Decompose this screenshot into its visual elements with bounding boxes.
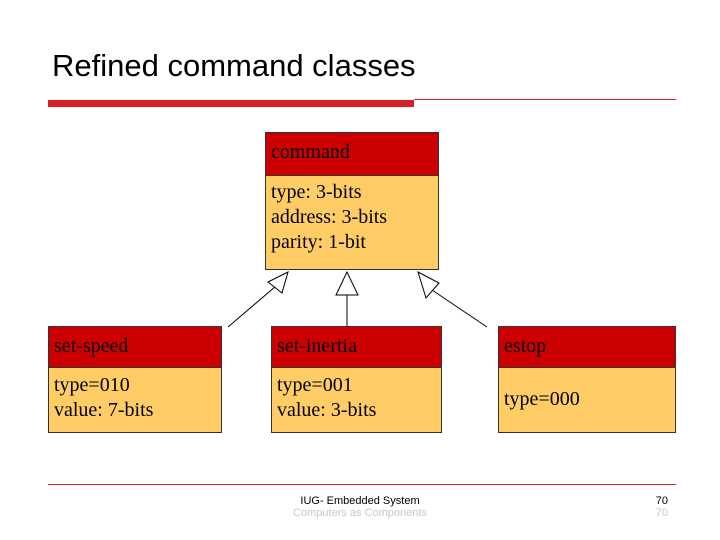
class-command: command type: 3-bits address: 3-bits par…	[265, 132, 439, 270]
class-attribute: type=010	[54, 374, 130, 396]
class-attributes: type=000	[499, 368, 675, 432]
title-underline-thin	[414, 99, 676, 100]
class-attribute: type=000	[504, 388, 580, 410]
footer-course: IUG- Embedded System	[300, 495, 420, 507]
class-attribute: type=001	[277, 374, 353, 396]
title-underline-thick	[48, 100, 414, 107]
class-attributes: type=001 value: 3-bits	[272, 368, 441, 432]
generalization-arrowhead-icon	[335, 270, 359, 296]
generalization-arrowhead-icon	[417, 271, 440, 300]
class-name: command	[266, 133, 438, 176]
inheritance-line-set-speed	[227, 285, 277, 328]
footer-divider	[48, 484, 676, 485]
class-attribute: address: 3-bits	[271, 206, 388, 228]
footer-page-number: 70 70	[626, 495, 668, 519]
generalization-arrowhead-icon	[267, 271, 289, 294]
page-number-ghost: 70	[655, 507, 668, 519]
class-attributes: type: 3-bits address: 3-bits parity: 1-b…	[266, 176, 438, 269]
class-attribute: type: 3-bits	[271, 181, 362, 203]
class-name: set-inertia	[272, 327, 441, 368]
class-name: set-speed	[49, 327, 221, 368]
class-set-speed: set-speed type=010 value: 7-bits	[48, 326, 222, 433]
class-attribute: value: 7-bits	[54, 399, 154, 421]
page-title: Refined command classes	[52, 48, 416, 83]
footer-caption: IUG- Embedded System Computers as Compon…	[270, 495, 450, 519]
class-name: estop	[499, 327, 675, 368]
class-attributes: type=010 value: 7-bits	[49, 368, 221, 432]
page-number: 70	[655, 495, 668, 507]
class-attribute: parity: 1-bit	[271, 231, 366, 253]
class-attribute: value: 3-bits	[277, 399, 377, 421]
inheritance-line-estop	[431, 289, 488, 328]
class-set-inertia: set-inertia type=001 value: 3-bits	[271, 326, 442, 433]
class-estop: estop type=000	[498, 326, 676, 433]
footer-book: Computers as Components	[293, 507, 427, 519]
